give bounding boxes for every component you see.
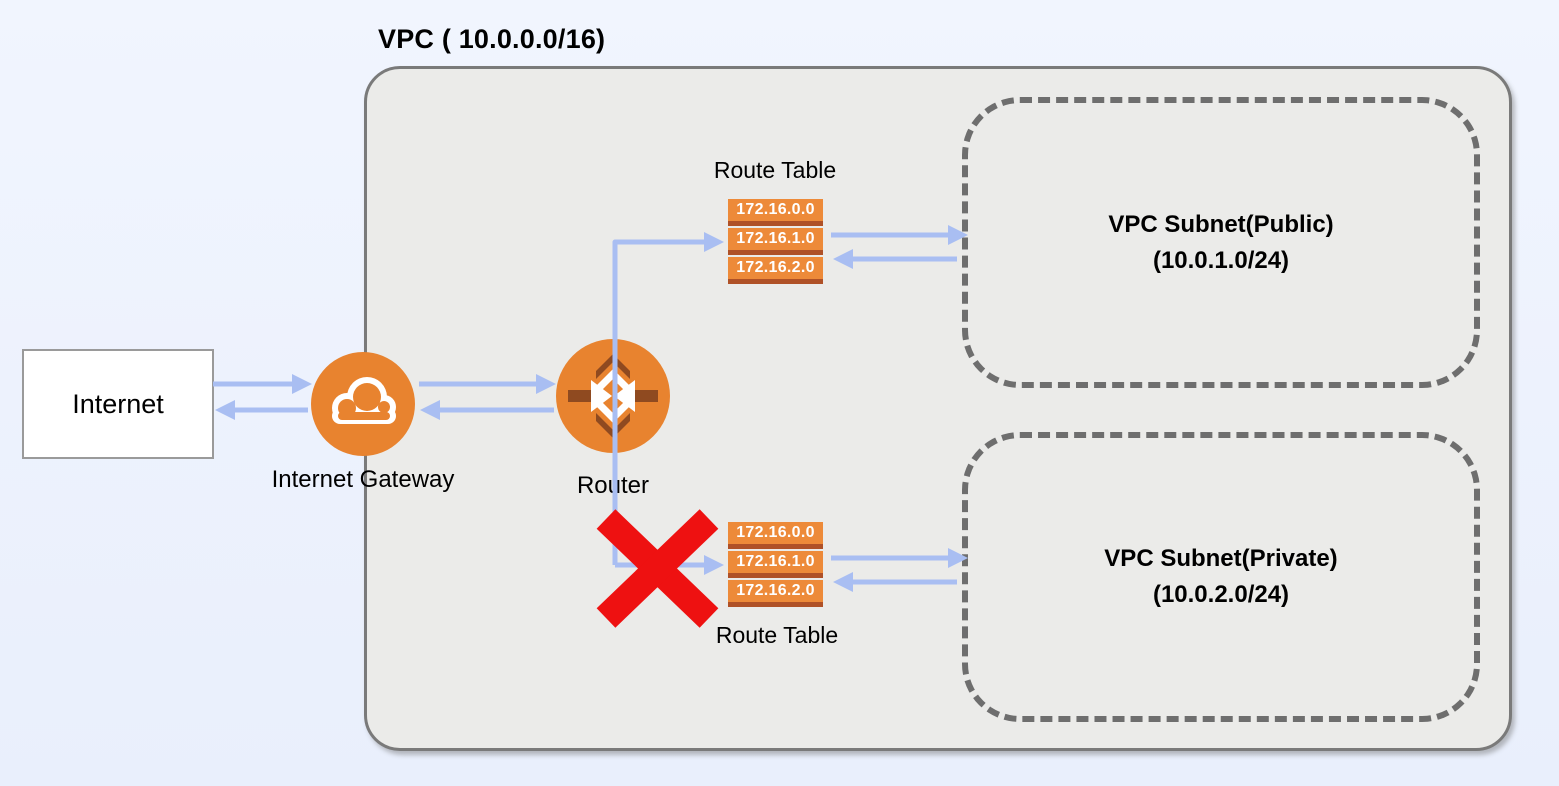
route-table-entry: 172.16.0.0 [728,522,823,549]
route-table-entry: 172.16.1.0 [728,551,823,578]
route-table-entry: 172.16.2.0 [728,257,823,284]
subnet-private-name: VPC Subnet(Private) [1104,545,1338,572]
route-table-entry: 172.16.1.0 [728,228,823,255]
route-table-top: 172.16.0.0 172.16.1.0 172.16.2.0 [728,199,823,286]
vpc-title: VPC ( 10.0.0.0/16) [378,24,606,54]
route-table-bottom-title: Route Table [715,622,839,648]
router-label: Router [576,472,650,499]
internet-gateway-node [311,352,415,456]
internet-gateway-label: Internet Gateway [271,466,455,493]
route-table-bottom: 172.16.0.0 172.16.1.0 172.16.2.0 [728,522,823,609]
vpc-container [364,66,1512,751]
router-icon [556,339,670,453]
subnet-private-cidr: (10.0.2.0/24) [1152,581,1290,608]
subnet-private: VPC Subnet(Private) (10.0.2.0/24) [962,432,1480,722]
route-table-entry: 172.16.2.0 [728,580,823,607]
internet-label: Internet [72,388,164,419]
route-table-entry: 172.16.0.0 [728,199,823,226]
subnet-public-cidr: (10.0.1.0/24) [1152,246,1290,274]
internet-box: Internet [22,349,214,459]
router-node [556,339,670,453]
cloud-icon [311,352,415,456]
subnet-public-name: VPC Subnet(Public) [1108,210,1334,238]
route-table-top-title: Route Table [713,157,837,183]
subnet-public: VPC Subnet(Public) (10.0.1.0/24) [962,97,1480,388]
